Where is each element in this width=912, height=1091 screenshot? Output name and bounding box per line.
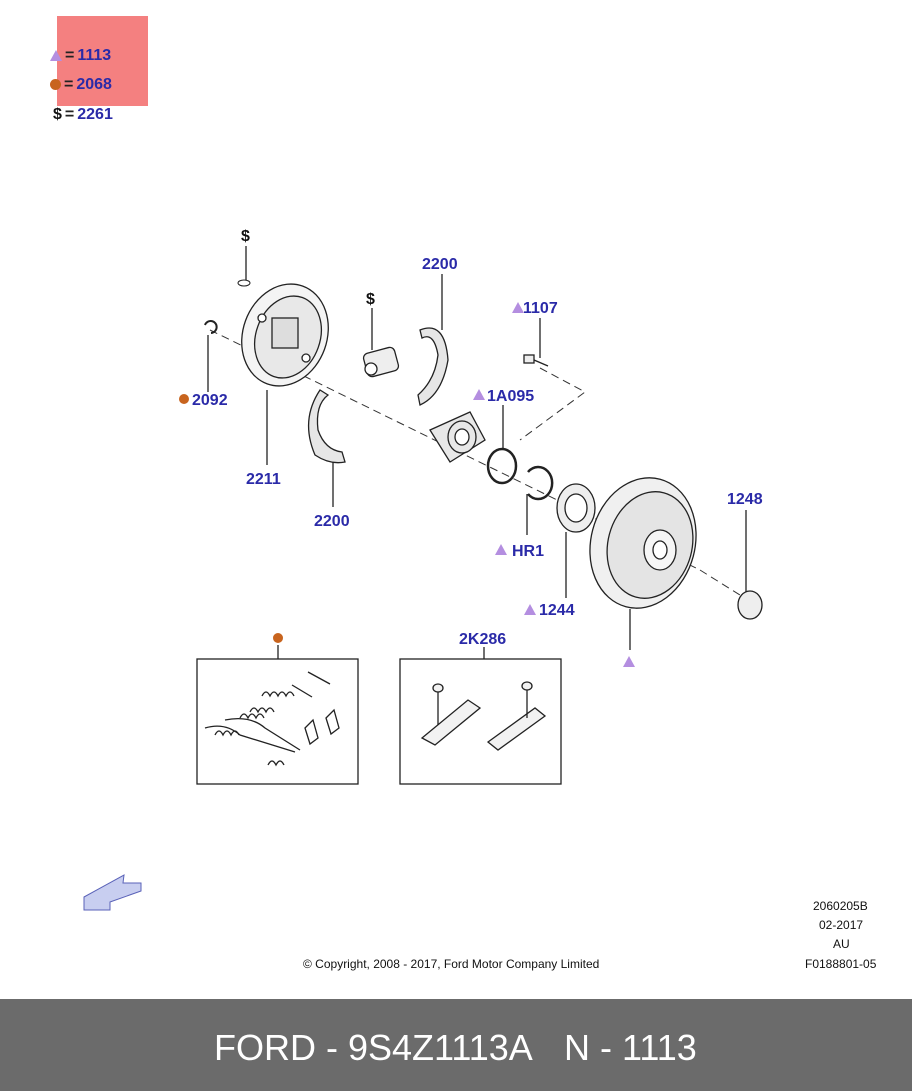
triangle-marker-icon — [495, 544, 507, 555]
label-2200-top: 2200 — [422, 256, 458, 273]
wheel-hub — [429, 411, 486, 463]
label-1248: 1248 — [727, 491, 763, 508]
snap-ring — [486, 447, 518, 485]
triangle-marker-icon — [512, 302, 524, 313]
backing-plate — [241, 283, 329, 387]
dust-cap — [737, 590, 763, 620]
legend-highlight — [57, 16, 148, 106]
label-2200-bottom: 2200 — [314, 513, 350, 530]
retaining-clip-hr1 — [527, 465, 554, 501]
footer-reference: N - 1113 — [564, 1027, 697, 1068]
copyright: © Copyright, 2008 - 2017, Ford Motor Com… — [303, 957, 600, 971]
direction-arrow-icon — [83, 874, 142, 911]
triangle-marker-icon — [623, 656, 635, 667]
label-1A095: 1A095 — [487, 388, 534, 405]
diagram-region: AU — [833, 937, 850, 951]
assembly-axis — [209, 329, 741, 596]
label-dollar-mid: $ — [366, 291, 375, 308]
circle-marker-icon — [50, 79, 61, 91]
label-1244: 1244 — [539, 602, 575, 619]
wheel-bearing — [556, 483, 596, 533]
label-HR1: HR1 — [512, 543, 544, 560]
triangle-marker-icon — [50, 50, 62, 62]
legend-circle-row: =2068 — [50, 76, 112, 94]
label-2K286: 2K286 — [459, 631, 506, 648]
label-dollar-top: $ — [241, 228, 250, 245]
dollar-marker-icon: $ — [53, 106, 62, 123]
legend-triangle-value: 1113 — [77, 47, 112, 64]
clip-2092 — [204, 320, 218, 334]
circle-marker-icon — [273, 633, 283, 643]
footer-bar: FORD - 9S4Z1113A N - 1113 — [0, 999, 912, 1091]
legend-circle-value: 2068 — [76, 76, 112, 93]
footer-part-number: FORD - 9S4Z1113A — [214, 1027, 533, 1068]
legend-dollar-value: 2261 — [77, 106, 113, 123]
label-2211: 2211 — [246, 471, 281, 488]
legend-dollar-row: $=2261 — [53, 106, 113, 123]
spring-kit-box — [196, 658, 359, 785]
leader-lines — [207, 246, 747, 659]
brake-drum — [589, 477, 697, 609]
bolt-top — [237, 279, 251, 287]
label-1107: 1107 — [523, 300, 558, 317]
circle-marker-icon — [179, 394, 189, 404]
parts-diagram: $ $ 2200 1107 1A095 2092 2211 2200 HR1 1… — [83, 228, 763, 911]
wheel-bolt — [523, 354, 549, 367]
legend-triangle-row: =1113 — [50, 47, 111, 65]
adjuster-kit-box — [399, 658, 562, 785]
diagram-date: 02-2017 — [819, 918, 864, 932]
triangle-marker-icon — [473, 389, 485, 400]
brake-shoe-top — [417, 327, 449, 406]
wheel-cylinder — [362, 346, 400, 378]
diagram-ref: F0188801-05 — [805, 957, 877, 971]
diagram-code: 2060205B — [813, 899, 868, 913]
brake-shoe-bottom — [307, 389, 346, 464]
triangle-marker-icon — [524, 604, 536, 615]
label-2092: 2092 — [192, 392, 228, 409]
